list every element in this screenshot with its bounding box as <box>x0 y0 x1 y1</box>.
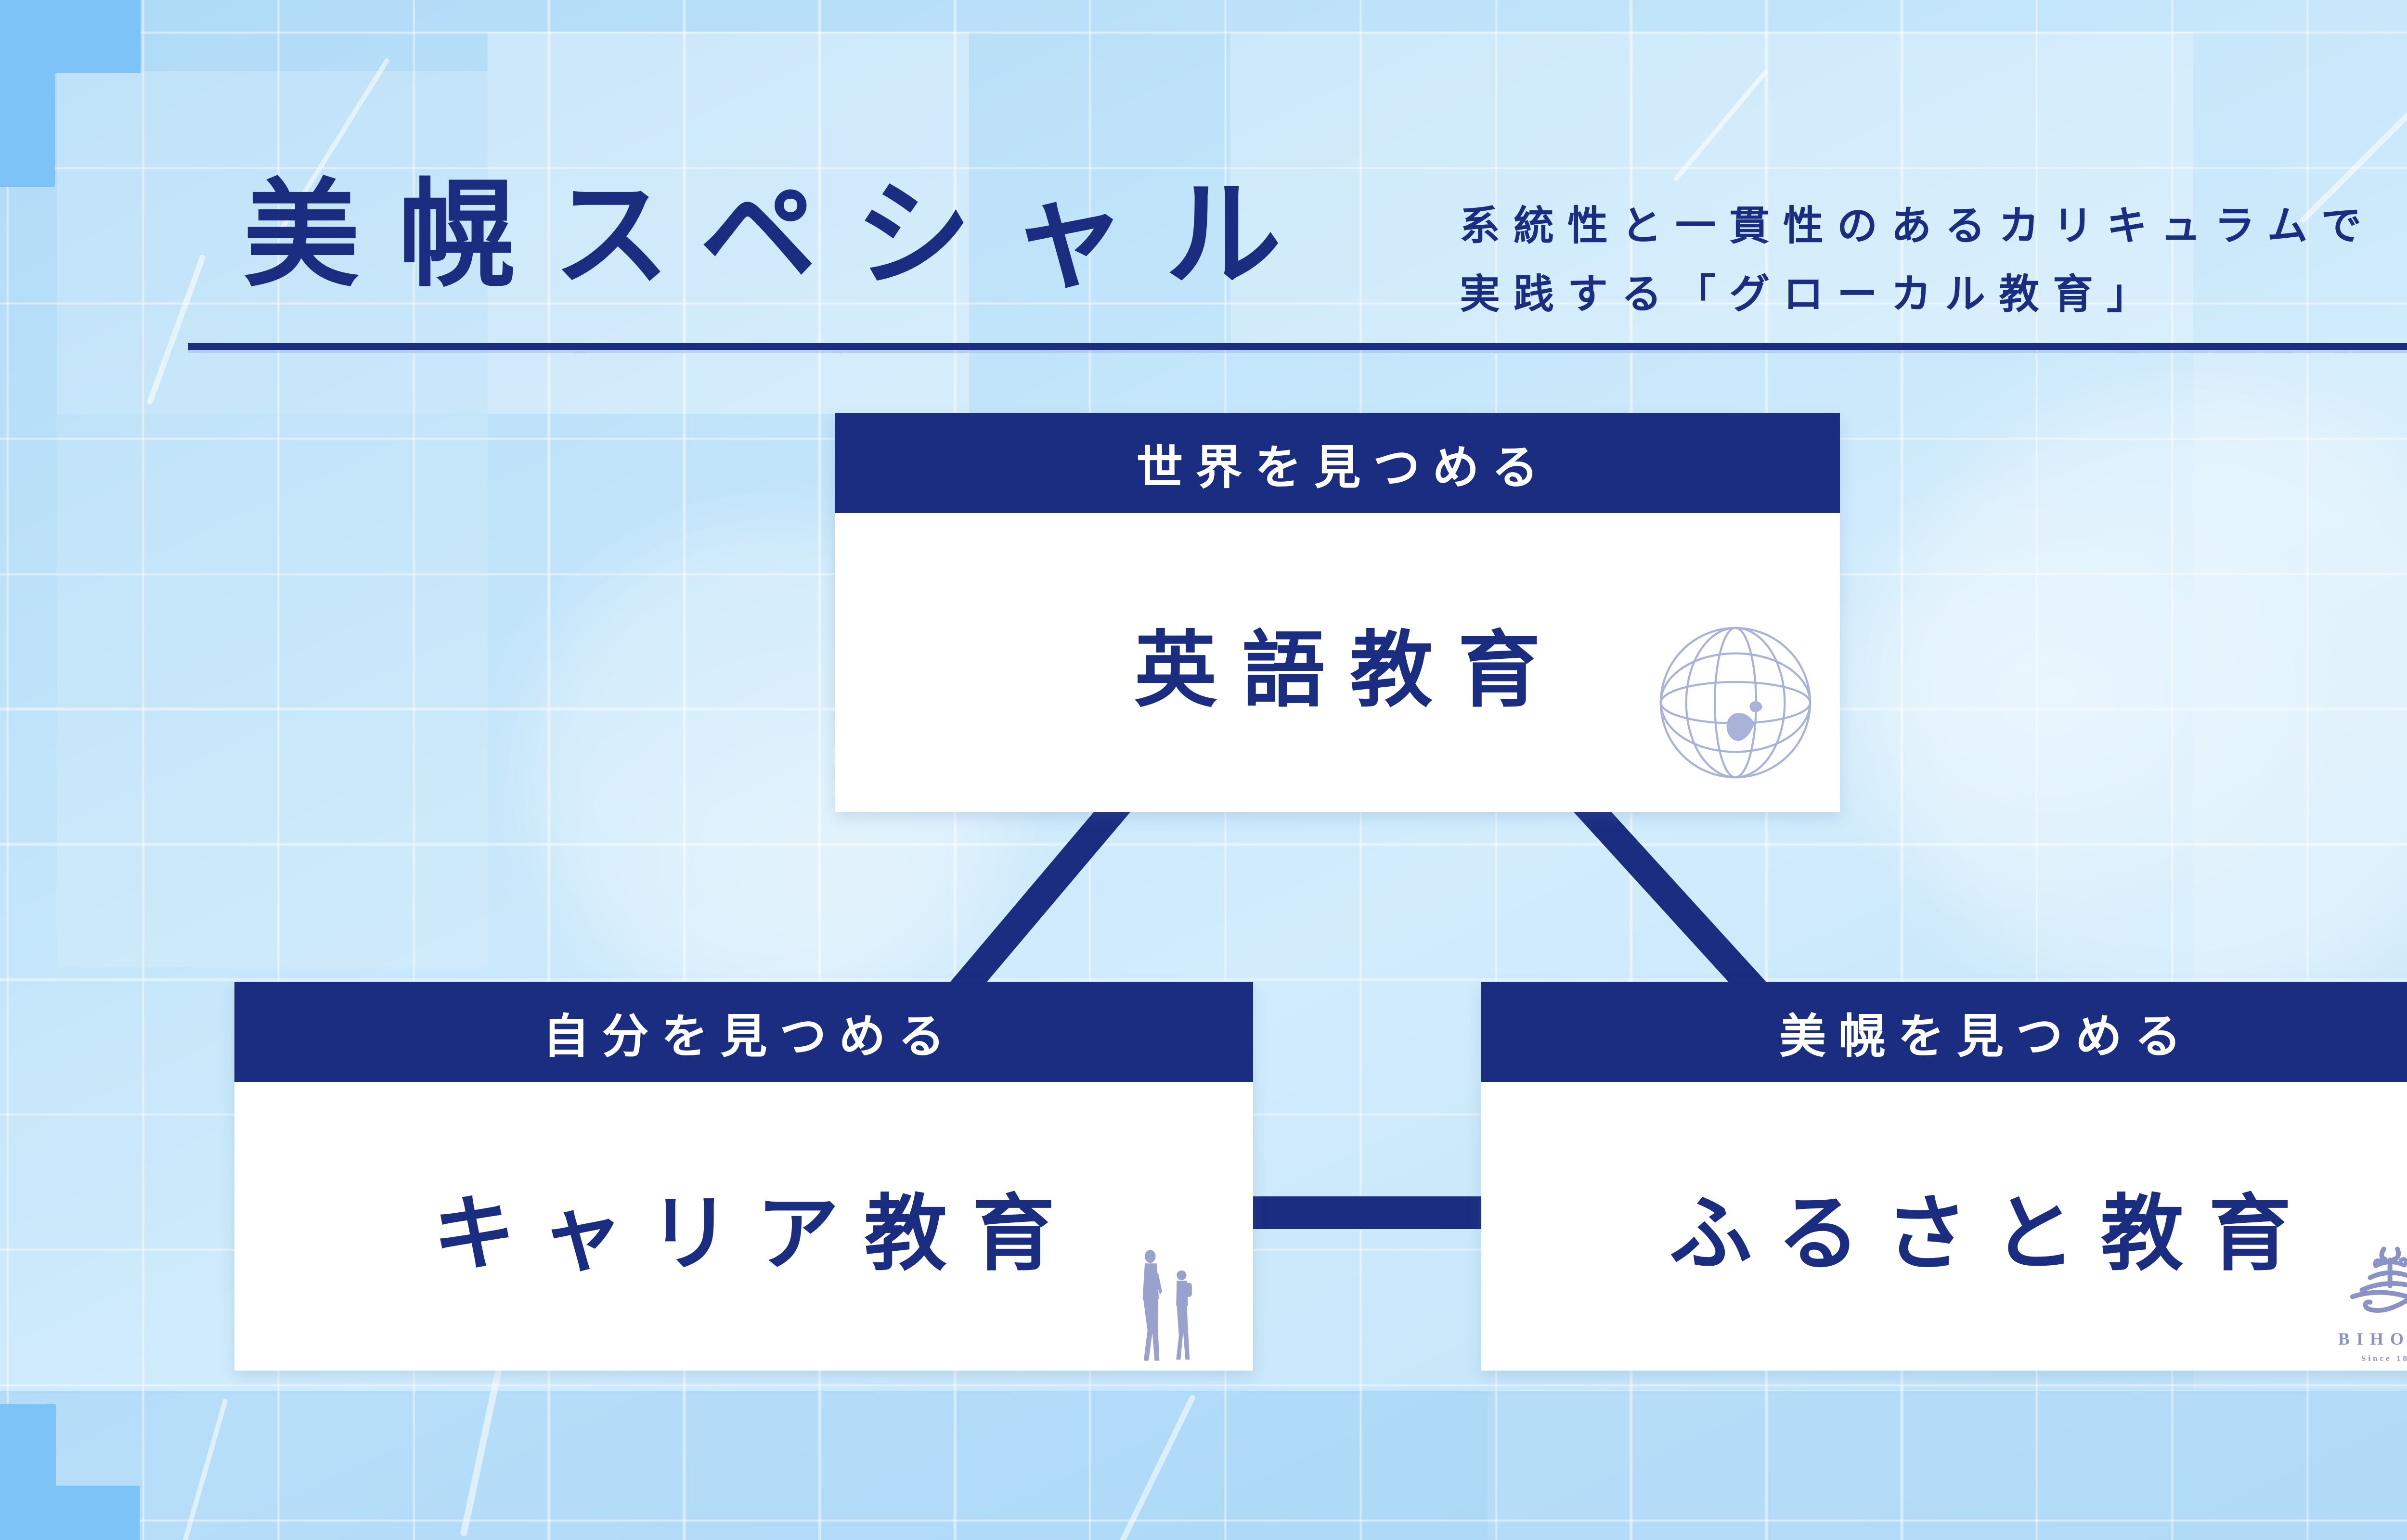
card-tag: 世界を見つめる <box>835 413 1840 513</box>
page-subtitle: 系統性と一貫性のあるカリキュラムで 実践する「グローカル教育」 <box>1460 192 2375 328</box>
corner-block-top-left <box>0 0 55 187</box>
background-panel <box>57 71 488 414</box>
card-label: 英語教育 <box>1134 624 1566 717</box>
bihoro-logo: BIHORO Since 1887 <box>2330 1244 2407 1365</box>
card-body: キャリア教育 <box>234 1082 1253 1371</box>
bihoro-crest-icon <box>2350 1246 2407 1313</box>
background-panel <box>57 414 488 967</box>
bihoro-logo-since: Since 1887 <box>2361 1354 2407 1363</box>
card-tag: 美幌を見つめる <box>1481 982 2407 1082</box>
title-underline <box>188 343 2407 350</box>
background-panel <box>1488 1390 2407 1540</box>
background-glow <box>1877 385 2407 1011</box>
card-career-education: 自分を見つめる キャリア教育 <box>234 982 1253 1371</box>
page-subtitle-line1: 系統性と一貫性のあるカリキュラムで <box>1460 203 2375 248</box>
background-bottom-strip <box>0 1391 2407 1540</box>
connector-world-hometown <box>1561 780 1780 1015</box>
globe-icon <box>1659 627 1812 779</box>
bihoro-logo-name: BIHORO <box>2338 1329 2407 1348</box>
connector-world-self <box>937 780 1142 1015</box>
background-panel <box>488 32 969 414</box>
card-english-education: 世界を見つめる 英語教育 <box>835 413 1840 812</box>
card-body: 英語教育 <box>835 513 1840 812</box>
page-subtitle-line2: 実践する「グローカル教育」 <box>1460 271 2161 317</box>
card-hometown-education: 美幌を見つめる ふるさと教育 BIHORO Since 1887 <box>1481 982 2407 1371</box>
card-tag: 自分を見つめる <box>234 982 1253 1082</box>
card-label: キャリア教育 <box>433 1188 1080 1280</box>
card-body: ふるさと教育 <box>1481 1082 2407 1371</box>
background-panel <box>1230 32 2193 349</box>
page-title: 美幌スペシャル <box>243 170 1320 300</box>
card-label: ふるさと教育 <box>1669 1188 2316 1280</box>
walking-people-icon <box>1142 1250 1192 1361</box>
corner-block-bottom-left <box>0 1486 140 1540</box>
